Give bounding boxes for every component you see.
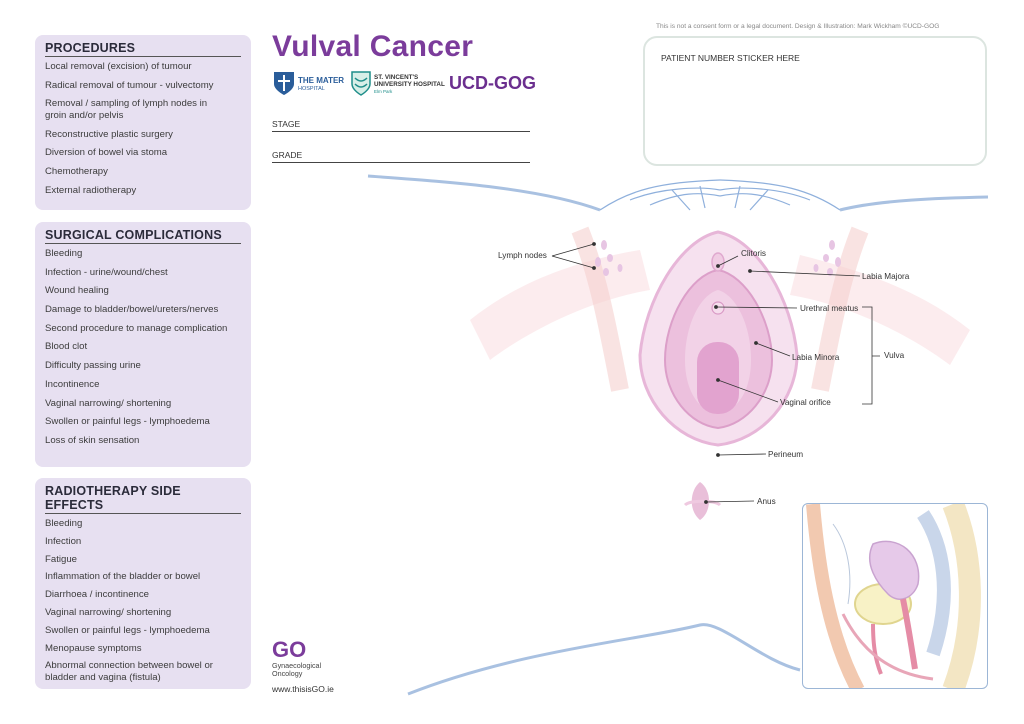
side-effect-item: Abnormal connection between bowel or bla…	[45, 660, 213, 683]
procedure-item: Reconstructive plastic surgery	[45, 128, 173, 140]
complication-item: Difficulty passing urine	[45, 360, 141, 372]
label-labia-majora: Labia Majora	[862, 272, 910, 281]
grade-field[interactable]: GRADE	[272, 150, 530, 163]
label-lymph-nodes: Lymph nodes	[498, 251, 547, 260]
left-thigh-shade	[571, 226, 629, 392]
label-clitoris: Clitoris	[741, 249, 766, 258]
anus-fold	[683, 499, 722, 507]
surgical-complications-panel: SURGICAL COMPLICATIONS Bleeding Infectio…	[35, 222, 251, 467]
leader-lines	[551, 242, 861, 504]
complication-item: Vaginal narrowing/ shortening	[45, 397, 172, 409]
body-outline-left	[367, 174, 601, 212]
right-thigh-shade	[811, 226, 869, 392]
label-vaginal-orifice: Vaginal orifice	[780, 398, 831, 407]
mater-logo-text: THE MATER	[298, 76, 345, 85]
label-perineum: Perineum	[768, 450, 803, 459]
go-logo-icon: GO	[272, 638, 306, 660]
patient-sticker-box[interactable]: PATIENT NUMBER STICKER HERE	[643, 36, 987, 166]
pubic-hair	[599, 179, 841, 211]
go-website-link[interactable]: www.thisisGO.ie	[272, 684, 334, 694]
lymph-node-clusters	[595, 240, 841, 276]
page-title: Vulval Cancer	[272, 30, 474, 63]
side-effect-item: Diarrhoea / incontinence	[45, 589, 149, 601]
complication-item: Second procedure to manage complication	[45, 322, 228, 334]
side-effect-item: Swollen or painful legs - lymphoedema	[45, 624, 210, 636]
pelvis-sagittal-inset	[802, 503, 988, 689]
disclaimer-text: This is not a consent form or a legal do…	[656, 23, 940, 30]
side-effect-item: Infection	[45, 535, 82, 547]
label-anus: Anus	[757, 497, 776, 506]
thigh-outline	[407, 623, 801, 696]
label-vulva: Vulva	[884, 351, 905, 360]
surgical-complications-heading: SURGICAL COMPLICATIONS	[45, 228, 241, 244]
complication-item: Bleeding	[45, 248, 83, 259]
side-effect-item: Vaginal narrowing/ shortening	[45, 606, 172, 618]
label-urethral-meatus: Urethral meatus	[800, 304, 858, 313]
vulva-bracket	[862, 306, 880, 405]
side-effect-item: Menopause symptoms	[45, 642, 142, 654]
side-effect-item: Bleeding	[45, 518, 83, 529]
complication-item: Damage to bladder/bowel/ureters/nerves	[45, 304, 219, 316]
svuh-crest-icon	[351, 71, 371, 96]
procedure-item: Removal / sampling of lymph nodes in gro…	[45, 98, 208, 121]
complication-item: Incontinence	[45, 378, 100, 390]
procedures-panel: PROCEDURES Local removal (excision) of t…	[35, 35, 251, 210]
side-effect-item: Inflammation of the bladder or bowel	[45, 571, 201, 583]
procedure-item: Chemotherapy	[45, 165, 108, 177]
procedure-item: Diversion of bowel via stoma	[45, 147, 168, 159]
mater-logo-subtext: HOSPITAL	[298, 86, 325, 92]
ucd-gog-logo: UCD-GOG	[449, 73, 536, 93]
procedure-item: External radiotherapy	[45, 184, 137, 196]
complication-item: Blood clot	[45, 341, 88, 353]
procedure-item: Radical removal of tumour - vulvectomy	[45, 79, 214, 91]
svuh-logo-subtext: Elm Park	[374, 89, 393, 94]
mater-crest-icon	[274, 72, 294, 95]
complication-item: Infection - urine/wound/chest	[45, 266, 168, 278]
vaginal-orifice-shape	[697, 342, 739, 414]
clitoris-shape	[711, 252, 725, 272]
complication-item: Swollen or painful legs - lymphoedema	[45, 416, 210, 428]
procedure-item: Local removal (excision) of tumour	[45, 61, 192, 72]
radiotherapy-heading: RADIOTHERAPY SIDE EFFECTS	[45, 484, 241, 514]
radiotherapy-side-effects-panel: RADIOTHERAPY SIDE EFFECTS Bleeding Infec…	[35, 478, 251, 689]
patient-sticker-label: PATIENT NUMBER STICKER HERE	[661, 53, 800, 63]
side-effect-item: Fatigue	[45, 553, 77, 565]
body-outline-right	[839, 195, 989, 212]
urethral-meatus-shape	[711, 301, 725, 315]
pelvis-sagittal-illustration	[806, 504, 981, 688]
procedures-heading: PROCEDURES	[45, 41, 241, 57]
left-groin-shade	[470, 250, 650, 360]
go-logo-mark: GO	[272, 638, 306, 660]
complication-item: Wound healing	[45, 285, 109, 297]
label-labia-minora: Labia Minora	[792, 353, 840, 362]
complication-item: Loss of skin sensation	[45, 434, 140, 446]
stage-field[interactable]: STAGE	[272, 119, 530, 132]
